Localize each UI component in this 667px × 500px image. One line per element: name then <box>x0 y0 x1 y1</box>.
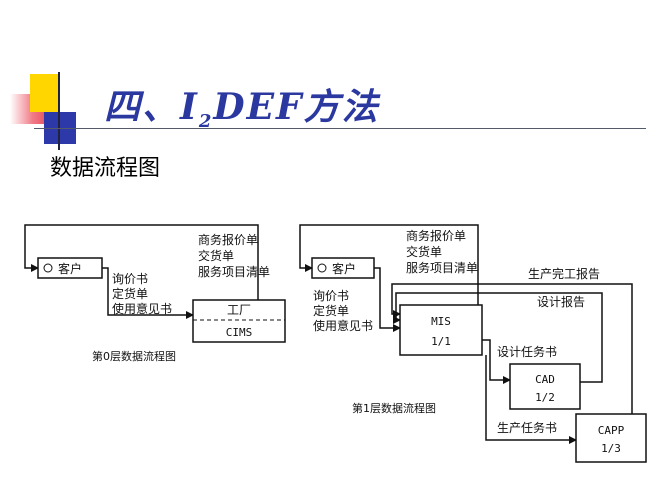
level0-doc-in: 询价书 <box>112 272 148 286</box>
level1-doc-out: 商务报价单 <box>406 228 466 243</box>
level0-input-flow <box>102 267 194 319</box>
customer-icon <box>43 263 53 273</box>
level1-design-task-label: 设计任务书 <box>497 344 557 359</box>
level1-cad-number: 1/2 <box>535 391 555 404</box>
level1-doc-out: 交货单 <box>406 244 442 259</box>
level1-doc-in: 询价书 <box>313 289 349 303</box>
level0-doc-in: 定货单 <box>112 286 148 301</box>
decor-yellow-square <box>30 74 60 112</box>
level1-prod-report-flow <box>391 283 633 428</box>
level0-diagram: 客户 询价书 定货单 使用意见书 商务报价单 交货单 服务项目清单 工厂 CIM… <box>24 224 286 363</box>
level1-capp-box <box>575 413 647 463</box>
level1-design-task-flow <box>482 339 511 384</box>
slide-subtitle: 数据流程图 <box>50 156 161 181</box>
level0-factory-label: 工厂 <box>227 303 251 317</box>
customer-icon <box>317 263 327 273</box>
level0-doc-out: 商务报价单 <box>198 232 258 247</box>
level1-diagram: 客户 询价书 定货单 使用意见书 商务报价单 交货单 服务项目清单 生产完工报告… <box>299 224 647 463</box>
level1-capp-number: 1/3 <box>601 442 621 455</box>
title-prefix: 四、I <box>104 86 199 128</box>
level1-caption: 第1层数据流程图 <box>352 401 436 415</box>
title-underline <box>34 128 646 129</box>
title-subscript: 2 <box>198 111 214 133</box>
level0-doc-in: 使用意见书 <box>112 301 172 316</box>
level1-customer-label: 客户 <box>332 261 356 276</box>
level1-prod-task-label: 生产任务书 <box>497 420 557 435</box>
slide-title: 四、I2DEF方法 <box>104 78 380 132</box>
level0-factory-box <box>192 299 286 343</box>
level1-mis-label: MIS <box>431 315 451 328</box>
level1-capp-label: CAPP <box>598 424 625 437</box>
level1-doc-in: 定货单 <box>313 303 349 318</box>
level1-doc-out: 服务项目清单 <box>406 260 478 275</box>
level1-doc-in: 使用意见书 <box>313 318 373 333</box>
level0-customer-label: 客户 <box>58 261 82 276</box>
level1-cad-box <box>509 363 581 410</box>
level1-prod-report-label: 生产完工报告 <box>528 266 600 281</box>
level1-output-flow <box>299 224 479 305</box>
level0-caption: 第0层数据流程图 <box>92 349 176 363</box>
level1-design-report-flow <box>393 292 603 383</box>
level1-prod-task-flow <box>485 355 577 444</box>
level1-mis-box <box>399 304 483 356</box>
title-suffix: DEF方法 <box>213 86 380 128</box>
level1-design-report-label: 设计报告 <box>537 294 585 309</box>
level0-output-flow <box>24 224 259 302</box>
level1-input-flow <box>374 267 401 332</box>
level0-doc-out: 交货单 <box>198 248 234 263</box>
level0-doc-out: 服务项目清单 <box>198 264 270 279</box>
level1-cad-label: CAD <box>535 373 555 386</box>
level1-mis-number: 1/1 <box>431 335 451 348</box>
level0-cims-label: CIMS <box>226 326 253 339</box>
decor-vertical-line <box>58 72 60 150</box>
